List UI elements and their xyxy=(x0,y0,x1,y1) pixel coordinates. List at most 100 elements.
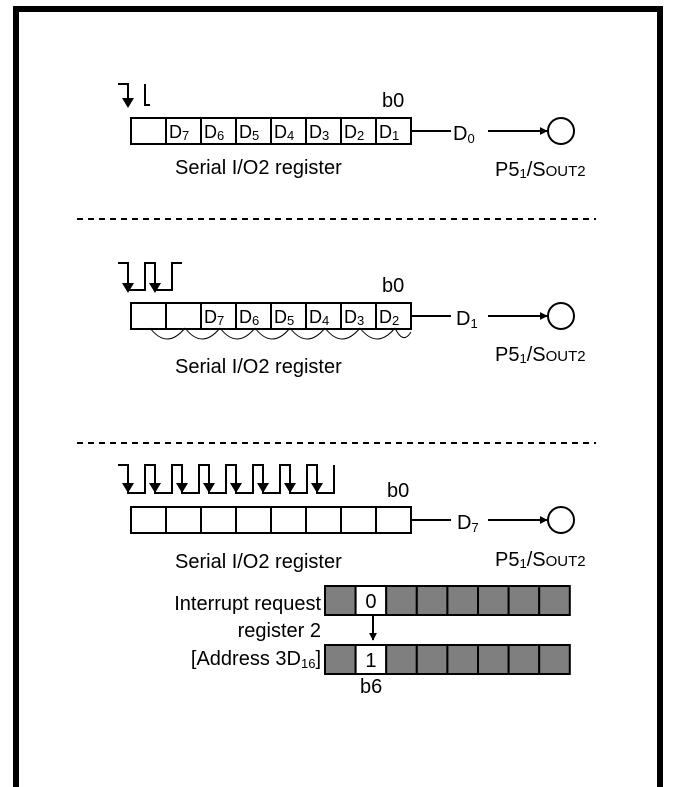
register-bit xyxy=(385,644,418,675)
register-bit xyxy=(324,644,357,675)
cell-value: D4 xyxy=(274,122,294,143)
register-bit xyxy=(446,585,479,616)
cell-value: D4 xyxy=(309,307,329,328)
register-bit xyxy=(477,585,510,616)
shift-register xyxy=(130,506,412,534)
register-bit xyxy=(477,644,510,675)
shift-register: D7 D6 D5 D4 D3 D2 xyxy=(130,302,412,330)
panel-1: b0 D7 D6 D5 D4 D3 D2 D1 D0 Serial I/O2 registe… xyxy=(118,83,586,181)
register-cell: D5 xyxy=(270,302,307,330)
cell-value: D7 xyxy=(169,122,189,143)
bit-label-b0: b0 xyxy=(387,480,409,502)
output-pin-icon xyxy=(547,506,575,534)
clock-arrow-icon xyxy=(149,283,161,293)
register-bit xyxy=(507,585,541,616)
register-after: 1 xyxy=(324,644,571,675)
outer-frame xyxy=(13,6,663,787)
register-cell xyxy=(340,506,377,534)
cell-value: D7 xyxy=(204,307,224,328)
cell-value: D2 xyxy=(379,307,399,328)
register-bit xyxy=(507,644,541,675)
clock-waveform xyxy=(118,464,335,494)
register-cell xyxy=(130,302,167,330)
interrupt-label-line3: [Address 3D16] xyxy=(191,648,321,671)
clock-arrow-icon xyxy=(122,483,134,493)
register-cell: D2 xyxy=(375,302,412,330)
bit-b6-cell: 1 xyxy=(354,644,388,675)
register-bit xyxy=(415,644,449,675)
register-cell: D6 xyxy=(200,117,237,145)
pin-label: P51/SOUT2 xyxy=(495,159,586,181)
cell-value: D6 xyxy=(204,122,224,143)
clock-arrow-icon xyxy=(122,98,134,108)
register-cell xyxy=(165,302,202,330)
interrupt-label-line2: register 2 xyxy=(238,620,321,642)
interrupt-request-register: Interrupt request register 2 [Address 3D… xyxy=(174,585,571,698)
cell-value: D3 xyxy=(309,122,329,143)
bit-b6-cell: 0 xyxy=(354,585,388,616)
register-cell: D7 xyxy=(165,117,202,145)
clock-waveform xyxy=(118,83,150,108)
cell-value: D6 xyxy=(239,307,259,328)
register-cell: D1 xyxy=(375,117,412,145)
pin-label: P51/SOUT2 xyxy=(495,549,586,571)
shift-arcs xyxy=(149,327,412,340)
clock-arrow-icon xyxy=(149,483,161,493)
interrupt-label-line1: Interrupt request xyxy=(174,593,321,615)
register-cell: D3 xyxy=(340,302,377,330)
register-cell xyxy=(375,506,412,534)
register-cell: D4 xyxy=(270,117,307,145)
register-cell xyxy=(235,506,272,534)
cell-value: D5 xyxy=(239,122,259,143)
bit-label-b6: b6 xyxy=(360,676,382,698)
register-cell: D3 xyxy=(305,117,342,145)
register-cell: D4 xyxy=(305,302,342,330)
panel-3: b0 D7 Serial I/O2 register P51/SOUT2 xyxy=(118,464,586,573)
clock-arrow-icon xyxy=(176,483,188,493)
register-cell xyxy=(305,506,342,534)
output-bit: D0 xyxy=(453,123,475,146)
clock-arrow-icon xyxy=(122,283,134,293)
register-cell xyxy=(130,506,167,534)
register-cell: D6 xyxy=(235,302,272,330)
output-bit: D1 xyxy=(456,308,478,331)
cell-value: D5 xyxy=(274,307,294,328)
register-bit xyxy=(415,585,449,616)
register-cell xyxy=(270,506,307,534)
cell-value: D1 xyxy=(379,122,399,143)
register-cell: D5 xyxy=(235,117,272,145)
clock-arrow-icon xyxy=(311,483,323,493)
register-cell: D2 xyxy=(340,117,377,145)
register-bit xyxy=(538,585,571,616)
output-pin-icon xyxy=(547,302,575,330)
cell-value: D2 xyxy=(344,122,364,143)
shift-register: D7 D6 D5 D4 D3 D2 D1 xyxy=(130,117,412,145)
register-label: Serial I/O2 register xyxy=(175,157,342,179)
register-cell: D7 xyxy=(200,302,237,330)
output-pin-icon xyxy=(547,117,575,145)
clock-arrow-icon xyxy=(284,483,296,493)
register-bit xyxy=(385,585,418,616)
output-bit: D7 xyxy=(457,512,479,535)
register-cell xyxy=(130,117,167,145)
clock-arrow-icon xyxy=(203,483,215,493)
cell-value: D3 xyxy=(344,307,364,328)
clock-arrow-icon xyxy=(257,483,269,493)
register-label: Serial I/O2 register xyxy=(175,551,342,573)
bit-label-b0: b0 xyxy=(382,90,404,112)
register-before: 0 xyxy=(324,585,571,616)
register-label: Serial I/O2 register xyxy=(175,356,342,378)
register-cell xyxy=(200,506,237,534)
bit-value: 0 xyxy=(365,591,376,613)
bit-value: 1 xyxy=(365,650,376,672)
register-bit xyxy=(538,644,571,675)
clock-arrow-icon xyxy=(230,483,242,493)
register-bit xyxy=(446,644,479,675)
bit-label-b0: b0 xyxy=(382,275,404,297)
clock-waveform xyxy=(118,262,182,293)
pin-label: P51/SOUT2 xyxy=(495,344,586,366)
register-bit xyxy=(324,585,357,616)
register-cell xyxy=(165,506,202,534)
